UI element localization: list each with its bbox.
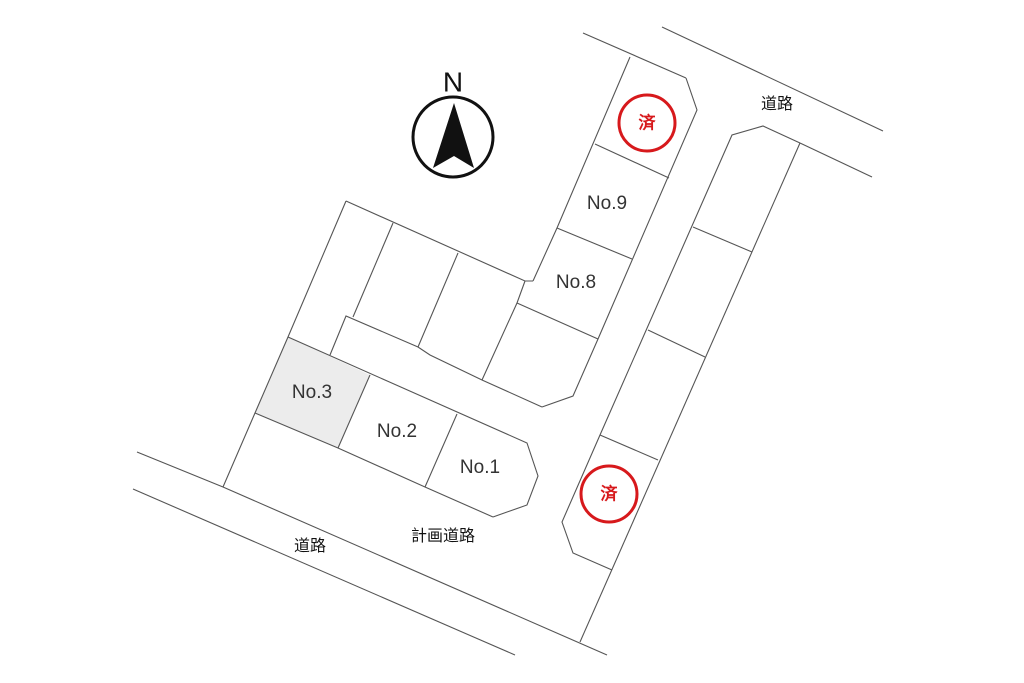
road-label-bottom-left: 道路 — [294, 537, 326, 555]
sold-mark-bottom: 済 — [579, 464, 639, 524]
road-edge-top — [582, 32, 687, 79]
lot-boundary — [647, 329, 706, 358]
lot-boundary — [222, 200, 347, 488]
planned-road-label: 計画道路 — [411, 527, 475, 545]
lot-boundary — [352, 222, 394, 318]
lot-boundary — [579, 142, 801, 643]
lot-boundary — [424, 413, 458, 488]
north-arrow-icon — [433, 103, 474, 168]
lot-no2-label: No.2 — [377, 421, 417, 442]
road-edge-bottom-upper — [136, 451, 608, 656]
sold-mark-text: 済 — [639, 112, 657, 132]
lot-boundary — [599, 434, 659, 461]
lot-boundary — [556, 227, 633, 260]
north-compass: N — [411, 66, 495, 179]
lot-boundary — [532, 56, 631, 282]
lot-boundary — [254, 412, 494, 518]
lot-boundary — [345, 200, 533, 282]
lot-no8-label: No.8 — [556, 272, 596, 293]
lot-boundary — [337, 374, 371, 449]
road-edge-right-lower — [799, 142, 873, 178]
lot-boundary — [692, 226, 753, 253]
compass-circle — [411, 95, 495, 179]
lot-boundary — [481, 280, 526, 381]
lot-no1-label: No.1 — [460, 457, 500, 478]
road-edge-bottom-lower — [132, 488, 516, 656]
sold-mark-text: 済 — [601, 483, 619, 503]
north-label: N — [443, 66, 463, 97]
lot-boundary — [594, 143, 670, 179]
sold-mark-top: 済 — [617, 93, 677, 153]
lot-no9-label: No.9 — [587, 193, 627, 214]
lot-no3-label: No.3 — [292, 382, 332, 403]
road-label-top-right: 道路 — [761, 95, 793, 113]
lot-boundary — [287, 336, 539, 518]
lot-boundary — [516, 302, 599, 340]
road-edge-top-right — [661, 26, 884, 132]
lot-no3-highlight — [255, 337, 370, 448]
lot-boundary — [329, 315, 543, 408]
lot-boundary — [417, 252, 459, 348]
